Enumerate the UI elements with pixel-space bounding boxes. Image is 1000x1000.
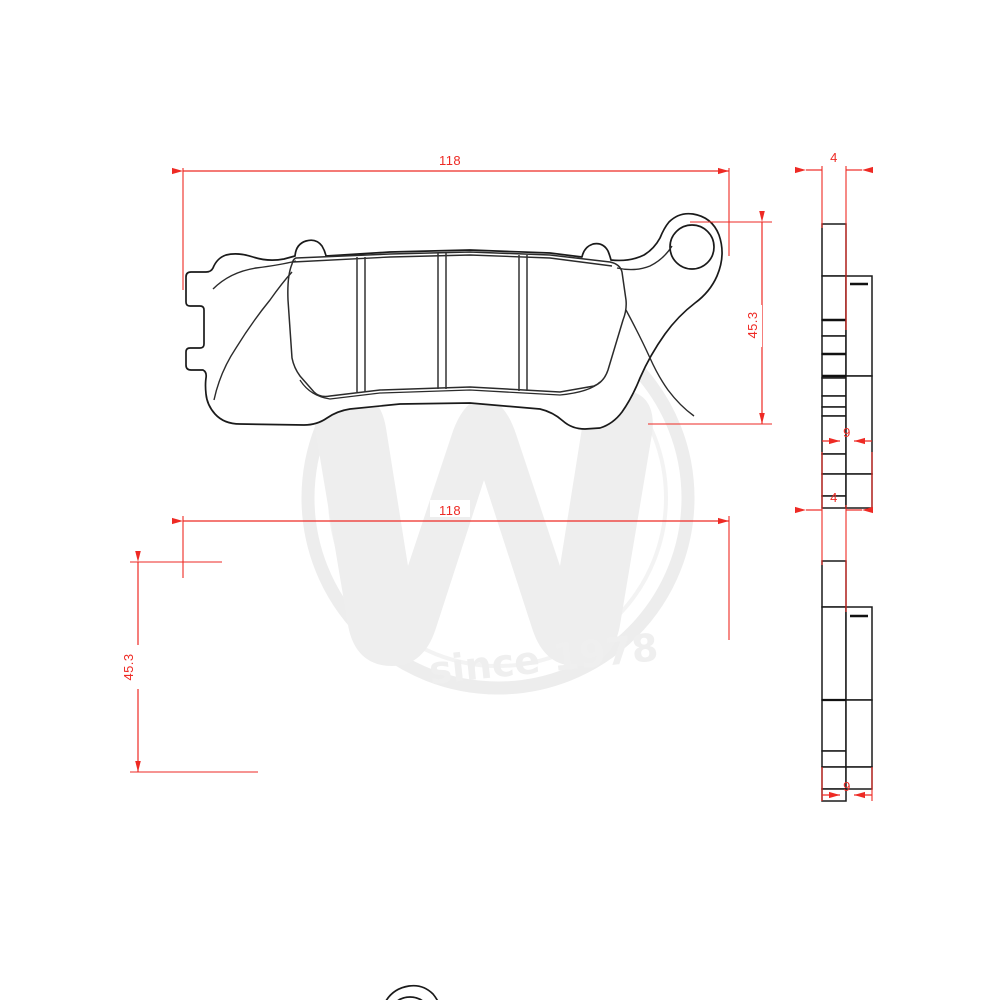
dimension-bottom-backing: 4 [795, 490, 873, 612]
pad-top-backing-plate [185, 212, 723, 430]
dimension-label-9-bottom: 9 [843, 779, 851, 794]
side-top-friction-1 [845, 275, 873, 377]
side-top-accents [822, 282, 868, 378]
side-top-seg-3 [821, 319, 847, 337]
dimension-label-453-bottom: 45.3 [121, 654, 136, 681]
view-pad-bottom-front [385, 984, 439, 1000]
dimension-label-4-bottom: 4 [830, 490, 838, 505]
dim-label-bg [745, 305, 762, 347]
pad-top-right-inner-contour [625, 309, 695, 417]
side-top-seg-10 [821, 453, 847, 475]
dimension-top-total: 9 [821, 425, 873, 508]
side-top-seg-4 [821, 335, 847, 355]
side-bottom-friction-2 [845, 699, 873, 768]
dim-label-bg [430, 150, 470, 167]
dimension-bottom-height: 45.3 [121, 551, 258, 773]
dim-label-bg [122, 645, 139, 689]
side-top-seg-7 [821, 395, 847, 408]
side-bottom-accents [822, 614, 868, 702]
dimension-label-453-top: 45.3 [745, 312, 760, 339]
dimension-bottom-length: 118 [172, 500, 730, 640]
side-bottom-seg-4 [821, 750, 847, 768]
side-bottom-seg-3 [821, 699, 847, 752]
pad-top-mounting-hole [669, 224, 715, 270]
dimension-label-9-top: 9 [843, 425, 851, 440]
side-top-seg-9 [821, 415, 847, 455]
pad-top-ear-inner-contour [616, 245, 673, 271]
dimension-label-4-top: 4 [830, 150, 838, 165]
pad-bottom-mounting-hole [397, 996, 423, 1000]
pad-top-friction-outline [287, 251, 627, 398]
view-pad-top-side [821, 223, 873, 509]
pad-top-friction-slots [356, 253, 528, 392]
dimension-label-118-bottom: 118 [439, 503, 461, 518]
dimension-top-height: 45.3 [648, 211, 772, 425]
side-top-seg-6 [821, 377, 847, 397]
side-top-friction-3 [845, 473, 873, 509]
side-top-seg-5 [821, 353, 847, 379]
side-top-seg-2 [821, 275, 847, 321]
view-pad-top-front [185, 212, 723, 430]
dimension-top-length: 118 [172, 150, 730, 290]
dim-label-bg [430, 500, 470, 517]
side-bottom-seg-1 [821, 560, 847, 608]
pad-bottom-backing-plate [385, 984, 439, 1000]
pad-top-nose-contour [212, 260, 297, 290]
dimension-bottom-total: 9 [821, 767, 873, 801]
dimension-label-118-top: 118 [439, 153, 461, 168]
side-bottom-seg-2 [821, 606, 847, 701]
side-top-seg-1 [821, 223, 847, 277]
side-top-seg-8 [821, 406, 847, 417]
side-bottom-friction-1 [845, 606, 873, 701]
dimension-top-backing: 4 [795, 150, 873, 330]
pad-top-left-inner-contour [213, 271, 293, 401]
pad-top-friction-bottom-edge [299, 379, 601, 400]
